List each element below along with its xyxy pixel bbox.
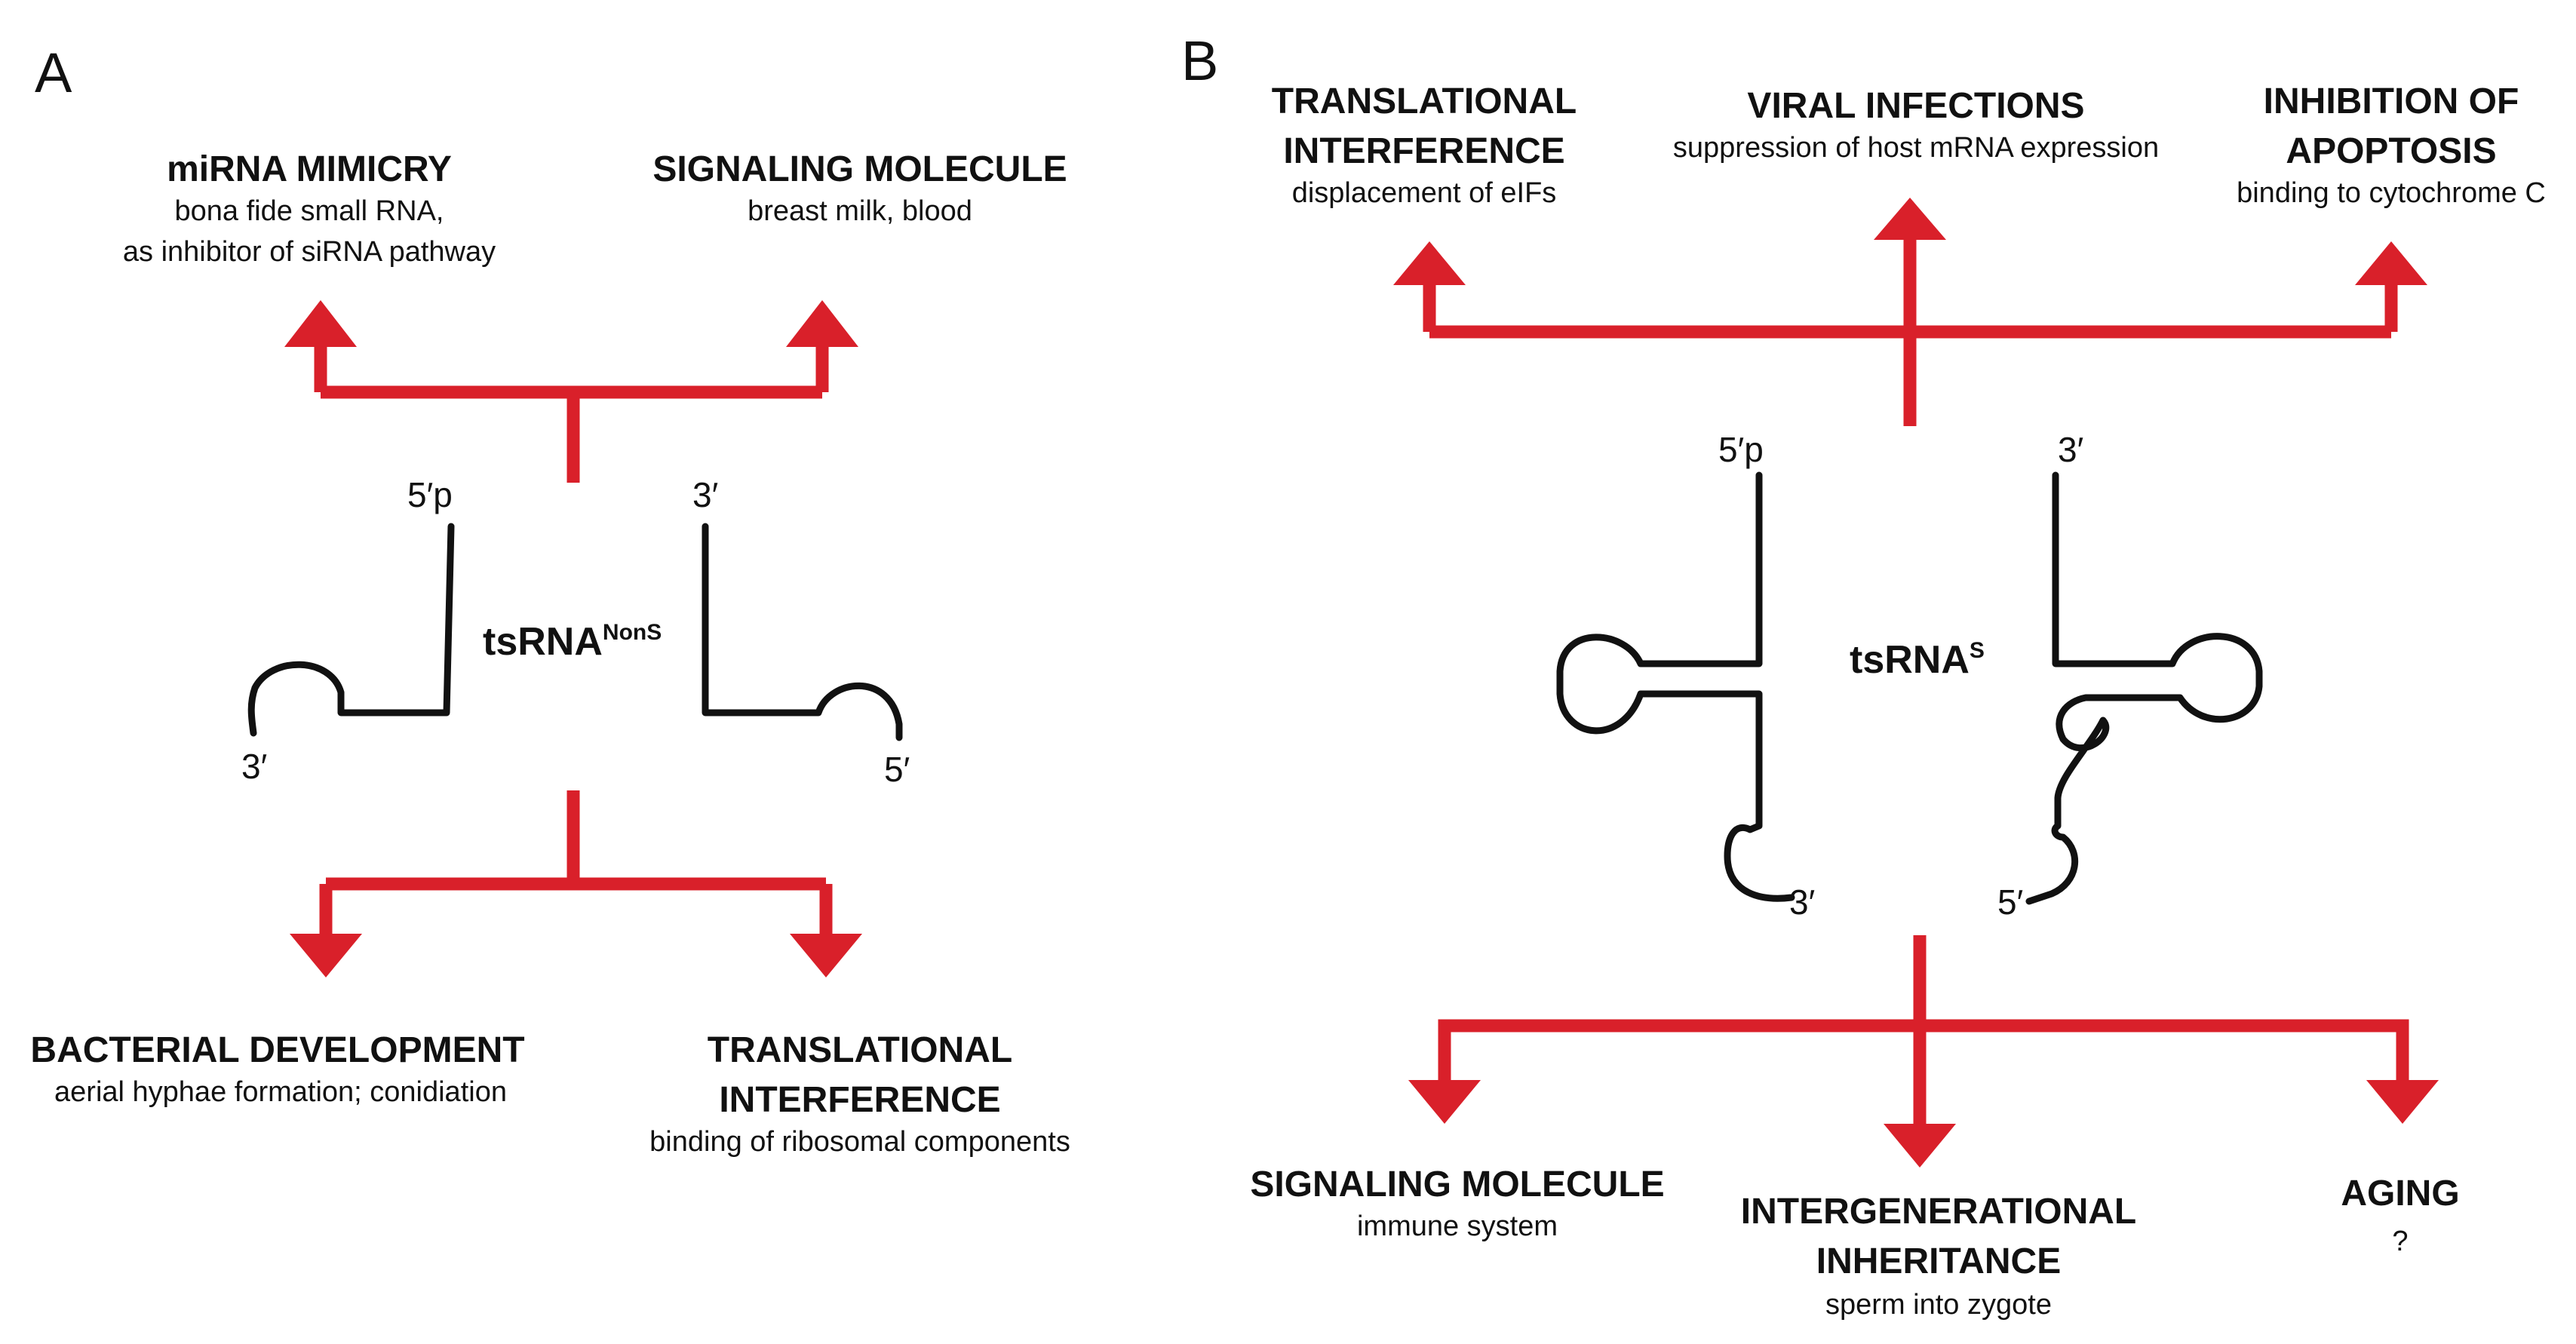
end-label-5p: 5′ — [1997, 882, 2023, 922]
arrow-up-icon — [2355, 241, 2427, 285]
panel-b-top-mid-label: VIRAL INFECTIONS suppression of host mRN… — [1673, 86, 2159, 164]
end-label-3p: 3′ — [241, 747, 267, 786]
panel-b-top-arrows — [1393, 198, 2427, 426]
label-title: VIRAL INFECTIONS — [1747, 86, 2084, 126]
arrow-up-icon — [284, 300, 357, 347]
arrow-up-icon — [1874, 198, 1946, 240]
label-title: INHIBITION OF — [2264, 81, 2519, 121]
panel-b-bottom-right-label: AGING ? — [2341, 1174, 2459, 1257]
label-title: AGING — [2341, 1174, 2459, 1214]
label-desc: immune system — [1357, 1211, 1558, 1242]
panel-a-top-arrows — [284, 300, 858, 483]
panel-b-bottom-mid-label: INTERGENERATIONAL INHERITANCE sperm into… — [1741, 1192, 2136, 1321]
panel-a-top-left-label: miRNA MIMICRY bona fide small RNA, as in… — [123, 149, 496, 268]
label-desc: binding to cytochrome C — [2237, 177, 2546, 209]
label-title: TRANSLATIONAL — [1272, 81, 1577, 121]
panel-b-letter: B — [1181, 29, 1218, 92]
tsrna-nons-structure — [247, 523, 903, 741]
label-desc: displacement of eIFs — [1292, 177, 1557, 209]
label-desc: binding of ribosomal components — [649, 1126, 1070, 1158]
rna-strand-right — [2025, 471, 2263, 905]
panel-a-bottom-left-label: BACTERIAL DEVELOPMENT aerial hyphae form… — [30, 1030, 524, 1108]
end-label-5p: 5′p — [1718, 430, 1764, 469]
label-title: TRANSLATIONAL — [708, 1030, 1012, 1070]
panel-a-bottom-arrows — [290, 790, 862, 977]
end-label-5p: 5′p — [407, 475, 453, 514]
label-desc: ? — [2392, 1226, 2408, 1257]
center-label-tsrna-nons: tsRNANonS — [483, 620, 662, 664]
label-title: INTERGENERATIONAL — [1741, 1192, 2136, 1232]
label-title: INHERITANCE — [1816, 1241, 2061, 1281]
end-label-3p: 3′ — [2058, 430, 2083, 469]
panel-b-bottom-left-label: SIGNALING MOLECULE immune system — [1250, 1164, 1664, 1242]
arrow-down-icon — [2366, 1080, 2439, 1124]
rna-strand-left — [247, 523, 455, 737]
label-desc: sperm into zygote — [1825, 1289, 2052, 1321]
label-desc: suppression of host mRNA expression — [1673, 132, 2159, 164]
arrow-down-icon — [1884, 1124, 1956, 1168]
label-desc: breast milk, blood — [748, 195, 972, 227]
panel-a-top-right-label: SIGNALING MOLECULE breast milk, blood — [652, 149, 1067, 227]
label-desc: aerial hyphae formation; conidiation — [54, 1076, 507, 1108]
end-label-5p: 5′ — [884, 750, 910, 789]
rna-strand-right — [702, 523, 903, 741]
arrow-up-icon — [786, 300, 858, 347]
arrow-down-icon — [1408, 1080, 1481, 1124]
panel-b-bottom-arrows — [1408, 935, 2439, 1168]
rna-strand-left — [1556, 471, 1795, 902]
label-title: SIGNALING MOLECULE — [652, 149, 1067, 189]
arrow-down-icon — [790, 934, 862, 977]
label-desc: as inhibitor of siRNA pathway — [123, 236, 496, 268]
label-title: BACTERIAL DEVELOPMENT — [30, 1030, 524, 1070]
label-desc: bona fide small RNA, — [175, 195, 444, 227]
end-label-3p: 3′ — [692, 475, 718, 514]
panel-a-bottom-right-label: TRANSLATIONAL INTERFERENCE binding of ri… — [649, 1030, 1070, 1158]
label-title: miRNA MIMICRY — [167, 149, 452, 189]
end-label-3p: 3′ — [1789, 882, 1815, 922]
panel-a-letter: A — [35, 41, 72, 104]
panel-b-top-left-label: TRANSLATIONAL INTERFERENCE displacement … — [1272, 81, 1577, 209]
label-title: APOPTOSIS — [2286, 131, 2496, 171]
arrow-down-icon — [290, 934, 362, 977]
panel-b-top-right-label: INHIBITION OF APOPTOSIS binding to cytoc… — [2237, 81, 2546, 209]
arrow-up-icon — [1393, 241, 1466, 285]
center-label-tsrna-s: tsRNAS — [1850, 638, 1985, 682]
tsrna-s-structure — [1556, 471, 2263, 905]
label-title: INTERFERENCE — [719, 1080, 1000, 1120]
label-title: SIGNALING MOLECULE — [1250, 1164, 1664, 1204]
label-title: INTERFERENCE — [1283, 131, 1564, 171]
